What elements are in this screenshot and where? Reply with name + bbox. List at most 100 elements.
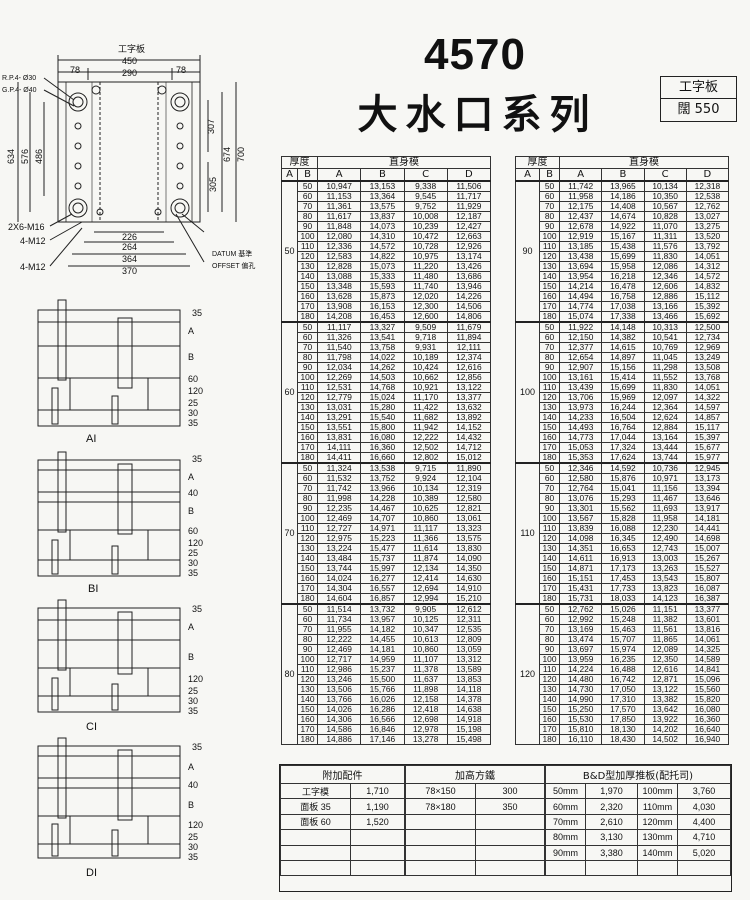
price-cell: 15,293 [601,492,645,504]
price-cell: 11,467 [643,492,687,504]
price-cell: 12,502 [403,441,448,453]
table-row [280,859,405,877]
price-cell: 10,662 [403,371,448,383]
thickness-b-cell: 140 [297,411,318,423]
price-cell: 15,560 [685,683,730,695]
cell [475,813,545,831]
price-cell: 12,490 [643,532,687,544]
price-cell: 14,730 [558,683,603,695]
price-cell: 12,350 [643,653,687,665]
price-cell: 13,003 [643,552,687,564]
price-cell: 18,430 [601,733,645,745]
price-cell: 13,922 [643,713,687,725]
price-cell: 14,304 [316,582,362,594]
price-cell: 16,387 [685,592,730,604]
table-row [405,813,545,831]
cell: 300 [475,782,545,800]
table-row [545,859,731,877]
price-cell: 11,117 [403,522,448,534]
price-cell: 14,118 [446,683,492,695]
thickness-b-cell: 100 [297,512,318,524]
thickness-b-cell: 130 [539,542,560,554]
price-cell: 14,959 [360,653,405,665]
cell: 4,710 [677,829,731,846]
bi-label-120: 120 [188,538,203,548]
ai-label-120: 120 [188,386,203,396]
price-cell: 11,576 [643,240,687,252]
price-cell: 10,389 [403,492,448,504]
price-cell: 15,677 [685,441,730,453]
price-cell: 16,913 [601,552,645,564]
price-cell: 16,758 [601,290,645,302]
price-cell: 16,640 [685,723,730,735]
price-cell: 14,351 [558,542,603,554]
ai-label-35b: 35 [188,418,198,428]
price-cell: 14,615 [601,341,645,353]
price-cell: 16,488 [601,663,645,675]
price-cell: 11,679 [446,320,492,333]
mold-drawing: 工字板 450 78 290 78 R.P.4- Ø30 G.P.4- Ø40 … [2,43,255,879]
price-cell: 12,300 [403,300,448,312]
plan-top-label: 工字板 [118,43,145,54]
price-cell: 12,762 [558,602,603,615]
dim-700: 700 [236,147,246,162]
price-cell: 14,181 [685,512,730,524]
price-cell: 12,318 [685,179,730,192]
thickness-b-cell: 90 [539,220,560,232]
price-cell: 13,744 [316,562,362,574]
price-cell: 14,806 [446,310,492,322]
cell: 110mm [637,798,678,815]
cell: 1,970 [585,782,638,800]
price-cell: 13,444 [643,441,687,453]
price-cell: 14,832 [685,280,730,292]
price-cell: 12,311 [446,613,492,625]
thickness-b-cell: 180 [297,733,318,745]
price-cell: 16,026 [360,693,405,705]
price-cell: 15,737 [360,552,405,564]
thickness-b-cell: 60 [297,472,318,484]
di-label-35b: 35 [188,852,198,862]
price-cell: 10,860 [403,643,448,655]
thickness-b-cell: 180 [539,310,560,322]
price-cell: 14,181 [360,643,405,655]
price-cell: 12,779 [316,391,362,403]
thickness-b-cell: 170 [297,723,318,735]
price-cell: 13,946 [446,280,492,292]
price-cell: 16,218 [601,270,645,282]
cell [677,859,731,877]
dim-78-left: 78 [70,65,80,75]
price-cell: 11,614 [403,542,448,554]
price-cell: 15,151 [558,572,603,584]
price-cell: 15,699 [601,381,645,393]
price-cell: 11,693 [643,502,687,514]
price-cell: 13,686 [446,270,492,282]
price-cell: 12,086 [643,260,687,272]
price-cell: 11,958 [558,190,603,202]
thickness-b-cell: 170 [539,300,560,312]
price-cell: 15,392 [685,300,730,312]
price-cell: 12,500 [685,320,730,333]
price-cell: 16,080 [685,703,730,715]
price-cell: 11,422 [403,401,448,413]
cell: 3,380 [585,844,638,861]
price-cell: 15,250 [558,703,603,715]
thickness-b-cell: 170 [539,441,560,453]
thickness-b-cell: 50 [297,602,318,615]
price-cell: 10,125 [403,613,448,625]
thickness-b-cell: 140 [297,552,318,564]
cell: 100mm [637,782,678,800]
price-cell: 13,031 [316,401,362,413]
price-cell: 12,134 [403,562,448,574]
thickness-b-cell: 170 [539,723,560,735]
